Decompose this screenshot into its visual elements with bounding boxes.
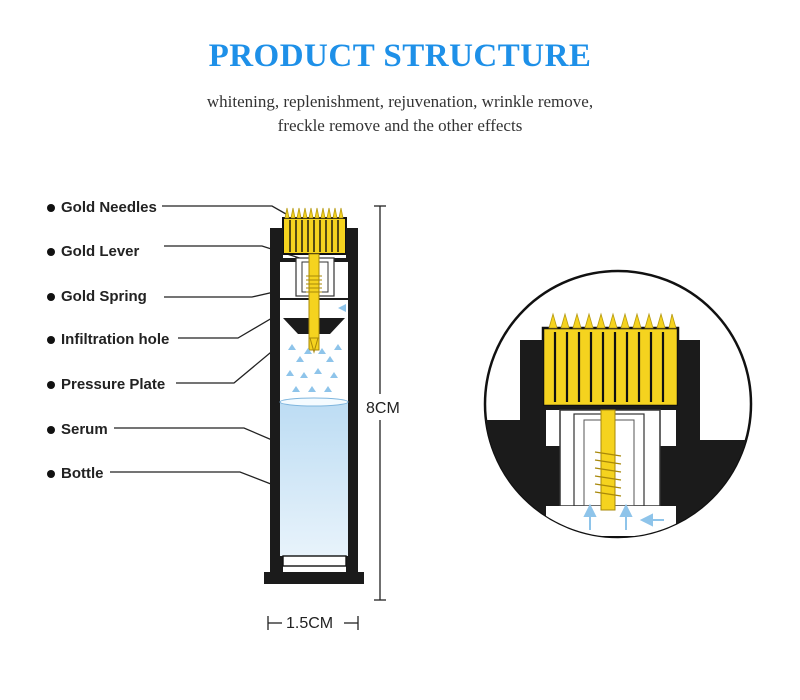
- gold-needles: [282, 207, 347, 255]
- gold-spring: [306, 275, 322, 293]
- page-title: PRODUCT STRUCTURE: [208, 38, 592, 74]
- magnified-detail: [483, 269, 753, 539]
- subtitle-line-1: whitening, replenishment, rejuvenation, …: [206, 92, 594, 111]
- label-gold-spring: Gold Spring: [61, 288, 147, 305]
- bullet-icon: [47, 204, 55, 212]
- height-dimension: [374, 205, 386, 601]
- label-infiltration-hole: Infiltration hole: [61, 331, 169, 348]
- bullet-icon: [47, 426, 55, 434]
- bullet-icon: [47, 470, 55, 478]
- serum: [280, 401, 348, 556]
- height-label: 8CM: [366, 400, 400, 417]
- label-serum: Serum: [61, 421, 108, 438]
- label-group: Gold Needles Gold Lever Gold Spring Infi…: [47, 199, 169, 482]
- bottle: [264, 207, 364, 584]
- bullet-icon: [47, 381, 55, 389]
- label-bottle: Bottle: [61, 465, 104, 482]
- label-gold-lever: Gold Lever: [61, 243, 140, 260]
- bullet-icon: [47, 336, 55, 344]
- width-label: 1.5CM: [286, 615, 333, 632]
- infiltration-arrows: [286, 304, 346, 392]
- bullet-icon: [47, 293, 55, 301]
- label-gold-needles: Gold Needles: [61, 199, 157, 216]
- subtitle-line-2: freckle remove and the other effects: [277, 116, 523, 135]
- width-dimension: [267, 616, 359, 630]
- gold-lever: [308, 253, 320, 351]
- label-pressure-plate: Pressure Plate: [61, 376, 165, 393]
- page-subtitle: whitening, replenishment, rejuvenation, …: [0, 90, 800, 138]
- bullet-icon: [47, 248, 55, 256]
